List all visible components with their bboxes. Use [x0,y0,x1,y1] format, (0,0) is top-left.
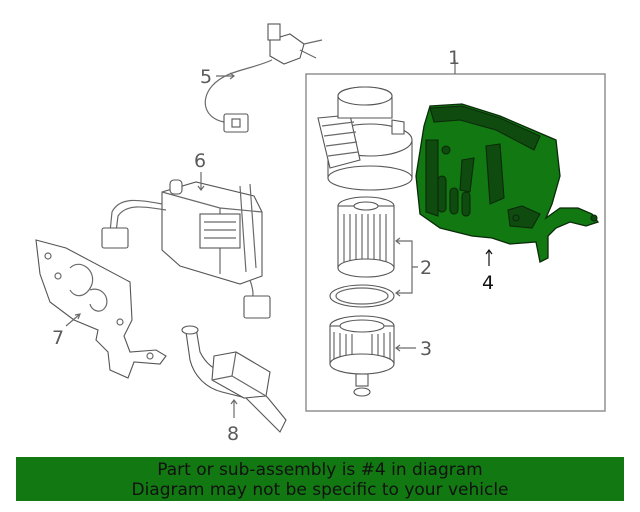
hose-assembly [181,325,287,433]
callout-8: 8 [227,423,239,445]
callout-4: 4 [482,272,494,294]
info-banner: Part or sub-assembly is #4 in diagram Di… [16,457,624,501]
callout-7: 7 [52,327,64,349]
filter-cap [329,315,395,397]
fuel-pump-module [101,179,271,319]
fuel-filter-housing [317,86,413,191]
info-banner-background [16,457,624,501]
filter-element [337,196,395,278]
callout-7-leader [65,313,81,327]
callout-3: 3 [420,338,432,360]
o-ring [329,284,395,308]
sensor-with-harness [204,23,323,133]
callout-1: 1 [448,47,460,69]
mounting-bracket [35,239,167,379]
callout-5: 5 [200,66,212,88]
callout-2: 2 [420,257,432,279]
callout-6: 6 [194,150,206,172]
banner-line-1: Part or sub-assembly is #4 in diagram [157,460,483,480]
callout-2-leader [396,240,418,294]
highlighted-bracket [415,103,600,263]
banner-line-2: Diagram may not be specific to your vehi… [131,480,509,500]
